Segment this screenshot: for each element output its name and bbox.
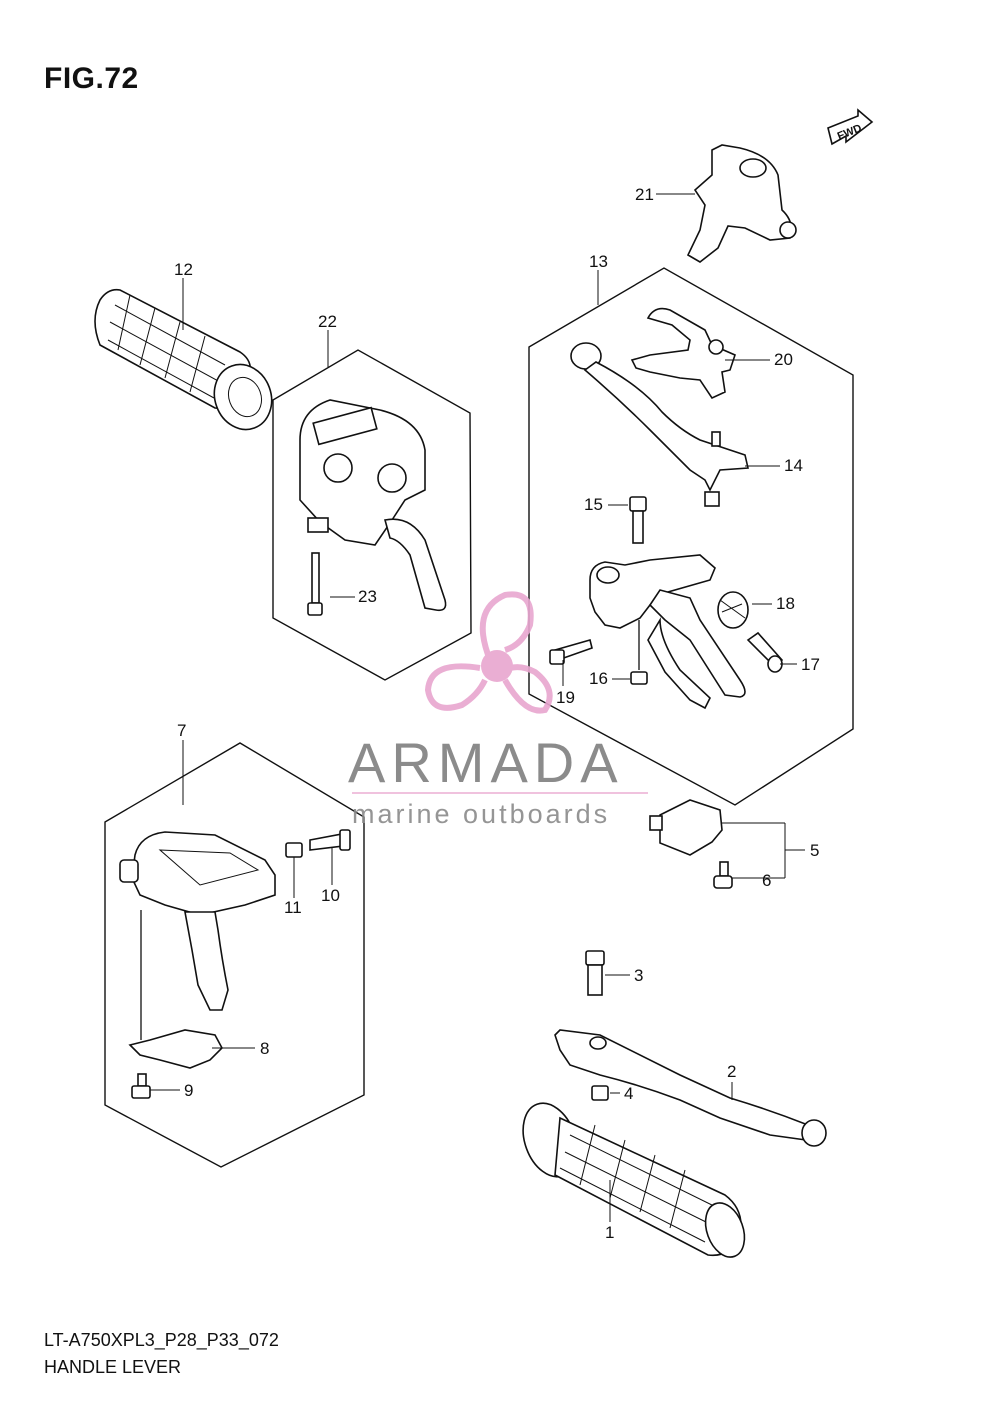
grip-right-part: [522, 1102, 746, 1258]
screw-23-part: [307, 552, 323, 616]
callout-15: 15: [584, 495, 603, 514]
callout-10: 10: [321, 886, 340, 905]
callout-21: 21: [635, 185, 654, 204]
screw-6-part: [713, 861, 733, 889]
callout-labels: 1 2 3 4 5 6 7 8 9 10 11 12 13 14 15 16 1…: [174, 185, 820, 1242]
watermark-name: ARMADA: [348, 731, 624, 794]
fwd-arrow-icon: FWD: [827, 108, 874, 146]
propeller-icon: [424, 591, 553, 714]
callout-19: 19: [556, 688, 575, 707]
callout-12: 12: [174, 260, 193, 279]
brake-lever-14-part: [570, 342, 749, 507]
assembly-box-13: [528, 267, 854, 806]
brake-lever-2-part: [554, 1029, 827, 1147]
assembly-box-22: [272, 349, 472, 681]
assembly-box-7: [104, 742, 365, 1168]
lever-switch-5-part: [649, 799, 723, 856]
callout-4: 4: [624, 1084, 633, 1103]
callout-20: 20: [774, 350, 793, 369]
brake-switch-17-part: [746, 631, 784, 673]
callout-7: 7: [177, 721, 186, 740]
bolt-19-part: [549, 639, 593, 665]
reservoir-cap-18-part: [717, 591, 749, 629]
nut-4-part: [591, 1085, 609, 1101]
switch-assembly-part: [299, 399, 447, 612]
callout-6: 6: [762, 871, 771, 890]
callout-11: 11: [284, 898, 302, 917]
callout-3: 3: [634, 966, 643, 985]
figure-name: HANDLE LEVER: [44, 1357, 182, 1377]
watermark-tagline: marine outboards: [352, 799, 610, 829]
pin-3-part: [585, 950, 605, 996]
bracket-part: [630, 307, 736, 400]
leader-lines: [150, 193, 805, 1222]
callout-2: 2: [727, 1062, 736, 1081]
callout-22: 22: [318, 312, 337, 331]
callout-9: 9: [184, 1081, 193, 1100]
screw-10-part: [309, 829, 351, 851]
throttle-housing-7-part: [119, 831, 276, 1040]
callout-23: 23: [358, 587, 377, 606]
screw-9-part: [131, 1073, 151, 1099]
figure-code: LT-A750XPL3_P28_P33_072: [44, 1330, 279, 1350]
callout-18: 18: [776, 594, 795, 613]
callout-17: 17: [801, 655, 820, 674]
lever-cover-part: [686, 144, 797, 263]
callout-14: 14: [784, 456, 803, 475]
master-cylinder-part: [589, 554, 746, 710]
callout-13: 13: [589, 252, 608, 271]
callout-16: 16: [589, 669, 608, 688]
watermark: ARMADA marine outboards: [348, 591, 648, 829]
callout-5: 5: [810, 841, 819, 860]
callout-1: 1: [605, 1223, 614, 1242]
plate-8-part: [128, 1029, 223, 1069]
nut-11-part: [285, 842, 303, 858]
pin-15-part: [629, 496, 647, 544]
figure-title: FIG.72: [44, 62, 139, 95]
grip-left-part: [94, 288, 273, 431]
callout-8: 8: [260, 1039, 269, 1058]
nut-16-part: [630, 620, 648, 685]
